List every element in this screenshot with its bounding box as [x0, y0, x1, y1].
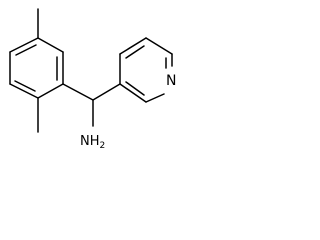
double-bond-inner: [15, 44, 37, 56]
amine-label: NH2: [80, 134, 105, 151]
ring-nitrogen-label: N: [166, 73, 176, 89]
bond-center-to-pyridyl: [92, 83, 121, 101]
dimethylphenyl-ring: [9, 37, 64, 99]
bond: [37, 37, 64, 53]
chemical-structure: N NH2: [9, 8, 176, 151]
bond: [9, 83, 39, 99]
bond-aryl-to-center: [62, 83, 94, 101]
bond: [145, 93, 165, 103]
bond: [119, 37, 147, 55]
amine-text: NH: [80, 134, 100, 149]
amine-subscript: 2: [100, 141, 106, 151]
bond: [145, 37, 173, 55]
pyridine-ring: [119, 37, 173, 103]
double-bond-inner: [14, 80, 36, 92]
double-bond-inner: [125, 45, 145, 59]
double-bond-inner: [125, 81, 145, 96]
bond: [9, 37, 39, 53]
bond: [37, 83, 64, 99]
bond: [119, 83, 147, 103]
